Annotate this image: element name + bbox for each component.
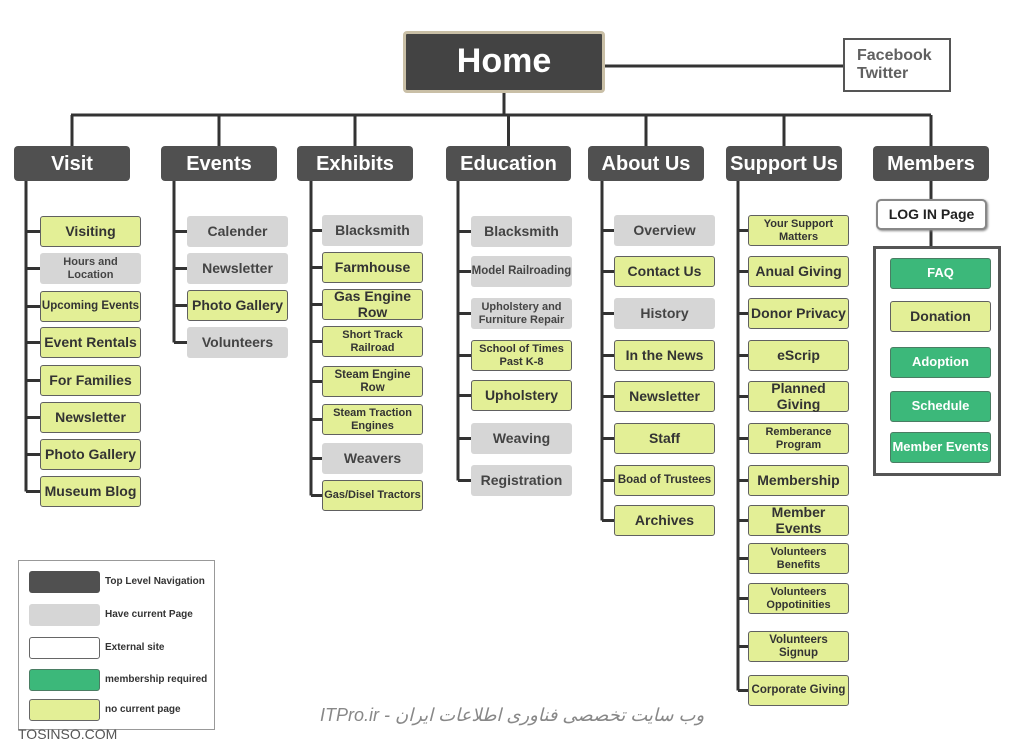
members-item-member-events: Member Events xyxy=(890,432,991,463)
legend-swatch-ext xyxy=(29,637,100,659)
legend-label-ext: External site xyxy=(105,642,165,653)
legend-label-top: Top Level Navigation xyxy=(105,576,205,587)
education-item-school-of-times-past-k-8: School of Times Past K-8 xyxy=(471,340,572,371)
support-us-item-corporate-giving: Corporate Giving xyxy=(748,675,849,706)
support-us-item-volunteers-oppotinities: Volunteers Oppotinities xyxy=(748,583,849,614)
support-us-item-membership: Membership xyxy=(748,465,849,496)
exhibits-item-steam-engine-row: Steam Engine Row xyxy=(322,366,423,397)
home-node: Home xyxy=(403,31,605,93)
education-item-upholstery: Upholstery xyxy=(471,380,572,411)
education-item-upholstery-and-furniture-repair: Upholstery and Furniture Repair xyxy=(471,298,572,329)
visit-item-newsletter: Newsletter xyxy=(40,402,141,433)
exhibits-item-short-track-railroad: Short Track Railroad xyxy=(322,326,423,357)
legend-label-mem: membership required xyxy=(105,674,208,685)
external-twitter: Twitter xyxy=(857,65,909,82)
support-us-item-planned-giving: Planned Giving xyxy=(748,380,849,412)
visit-item-photo-gallery: Photo Gallery xyxy=(40,439,141,470)
events-item-newsletter: Newsletter xyxy=(187,253,288,284)
support-us-item-member-events: Member Events xyxy=(748,504,849,536)
education-item-model-railroading: Model Railroading xyxy=(471,256,572,287)
nav-header-exhibits: Exhibits xyxy=(297,146,413,181)
nav-header-support-us: Support Us xyxy=(726,146,842,181)
events-item-volunteers: Volunteers xyxy=(187,327,288,358)
support-us-item-escrip: eScrip xyxy=(748,340,849,371)
support-us-item-your-support-matters: Your Support Matters xyxy=(748,215,849,246)
exhibits-item-gas-engine-row: Gas Engine Row xyxy=(322,288,423,320)
support-us-item-anual-giving: Anual Giving xyxy=(748,256,849,287)
visit-item-for-families: For Families xyxy=(40,365,141,396)
footer-caption: ITPro.ir - وب سایت تخصصی فناوری اطلاعات … xyxy=(320,705,705,725)
about-us-item-staff: Staff xyxy=(614,423,715,454)
about-us-item-history: History xyxy=(614,298,715,329)
education-item-registration: Registration xyxy=(471,465,572,496)
nav-header-visit: Visit xyxy=(14,146,130,181)
visit-item-event-rentals: Event Rentals xyxy=(40,327,141,358)
nav-header-events: Events xyxy=(161,146,277,181)
legend-swatch-cur xyxy=(29,604,100,626)
legend-swatch-nocur xyxy=(29,699,100,721)
about-us-item-boad-of-trustees: Boad of Trustees xyxy=(614,465,715,496)
nav-header-education: Education xyxy=(446,146,571,181)
exhibits-item-steam-traction-engines: Steam Traction Engines xyxy=(322,404,423,435)
about-us-item-newsletter: Newsletter xyxy=(614,381,715,412)
exhibits-item-gas-disel-tractors: Gas/Disel Tractors xyxy=(322,480,423,511)
legend-swatch-mem xyxy=(29,669,100,691)
external-facebook: Facebook xyxy=(857,46,932,64)
exhibits-item-blacksmith: Blacksmith xyxy=(322,215,423,246)
about-us-item-overview: Overview xyxy=(614,215,715,246)
members-item-adoption: Adoption xyxy=(890,347,991,378)
support-us-item-donor-privacy: Donor Privacy xyxy=(748,298,849,329)
events-item-calender: Calender xyxy=(187,216,288,247)
education-item-blacksmith: Blacksmith xyxy=(471,216,572,247)
nav-header-about-us: About Us xyxy=(588,146,704,181)
login-page-node: LOG IN Page xyxy=(876,199,987,230)
about-us-item-contact-us: Contact Us xyxy=(614,256,715,287)
visit-item-museum-blog: Museum Blog xyxy=(40,476,141,507)
members-item-schedule: Schedule xyxy=(890,391,991,422)
about-us-item-archives: Archives xyxy=(614,505,715,536)
support-us-item-volunteers-benefits: Volunteers Benefits xyxy=(748,543,849,574)
events-item-photo-gallery: Photo Gallery xyxy=(187,290,288,321)
exhibits-item-farmhouse: Farmhouse xyxy=(322,252,423,283)
exhibits-item-weavers: Weavers xyxy=(322,443,423,474)
watermark: TOSINSO.COM xyxy=(18,726,118,742)
legend-label-nocur: no current page xyxy=(105,704,181,715)
education-item-weaving: Weaving xyxy=(471,423,572,454)
visit-item-visiting: Visiting xyxy=(40,216,141,247)
members-item-donation: Donation xyxy=(890,301,991,332)
nav-header-members: Members xyxy=(873,146,989,181)
support-us-item-remberance-program: Remberance Program xyxy=(748,423,849,454)
members-item-faq: FAQ xyxy=(890,258,991,289)
support-us-item-volunteers-signup: Volunteers Signup xyxy=(748,631,849,662)
external-site-node: Facebook Twitter xyxy=(843,38,951,92)
legend-swatch-top xyxy=(29,571,100,593)
about-us-item-in-the-news: In the News xyxy=(614,340,715,371)
visit-item-upcoming-events: Upcoming Events xyxy=(40,291,141,322)
legend-label-cur: Have current Page xyxy=(105,609,193,620)
visit-item-hours-and-location: Hours and Location xyxy=(40,253,141,284)
